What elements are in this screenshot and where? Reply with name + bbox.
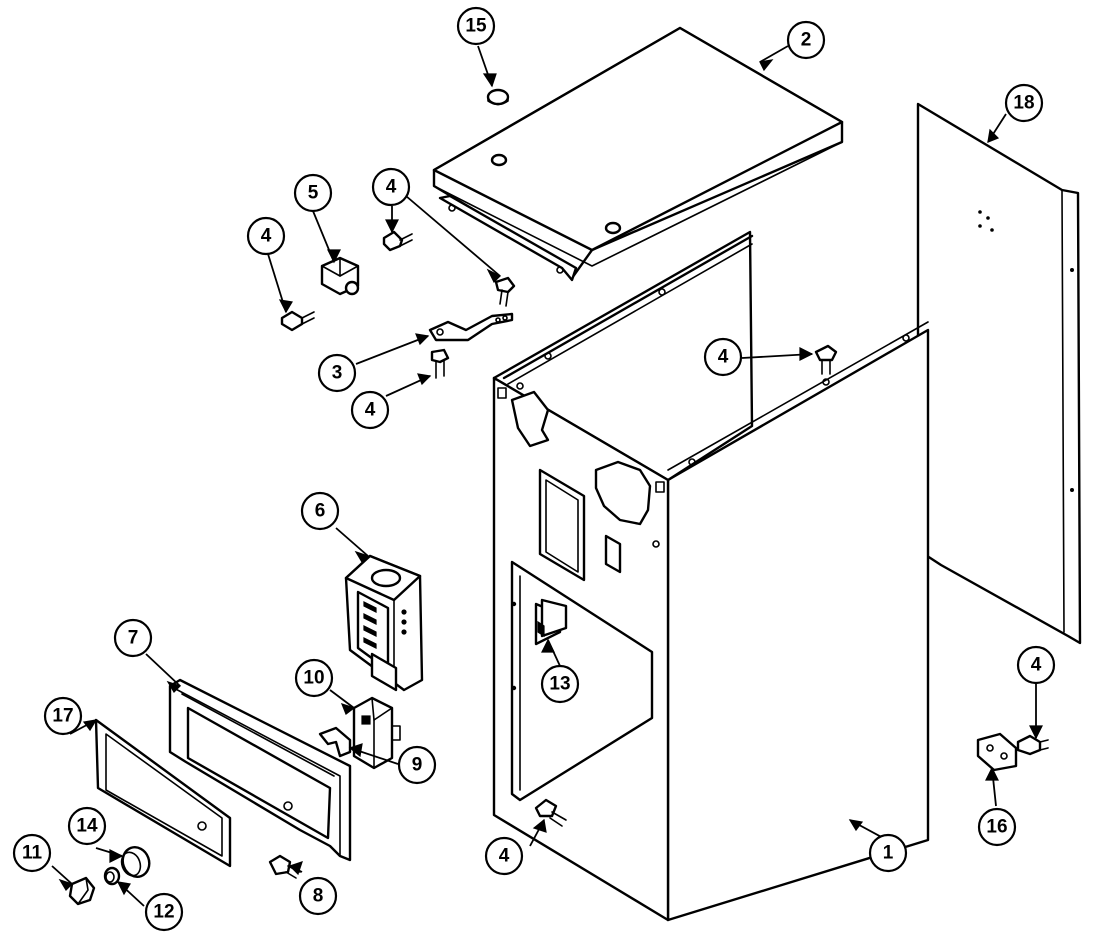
callout-label: 10 <box>303 668 324 689</box>
callout-12: 12 <box>144 892 184 932</box>
callout-4-plate: 4 <box>1016 645 1056 685</box>
callout-label: 9 <box>412 755 423 776</box>
callout-18: 18 <box>1004 83 1044 123</box>
callout-label: 5 <box>308 183 319 204</box>
leader-lines <box>51 45 1043 907</box>
control-panel-part-7 <box>168 678 352 862</box>
callout-9: 9 <box>397 745 437 785</box>
callout-label: 4 <box>499 846 510 867</box>
callout-label: 11 <box>22 843 43 864</box>
callout-14: 14 <box>67 806 107 846</box>
callout-16: 16 <box>977 807 1017 847</box>
callout-label: 7 <box>128 628 139 649</box>
back-panel-part-18 <box>916 102 1082 645</box>
callout-17: 17 <box>43 696 83 736</box>
control-housing-part-6 <box>344 554 424 692</box>
callout-15: 15 <box>456 6 496 46</box>
callout-2: 2 <box>786 20 826 60</box>
spacer-part-12 <box>103 866 121 886</box>
screw-4-upper-middle <box>382 230 413 252</box>
screw-4-upper-left <box>280 310 315 332</box>
switch-part-10 <box>352 696 401 770</box>
switch-part-13 <box>534 598 568 646</box>
callout-6: 6 <box>300 491 340 531</box>
plate-part-16 <box>976 732 1018 772</box>
callout-10: 10 <box>294 658 334 698</box>
callout-13: 13 <box>540 664 580 704</box>
callout-1: 1 <box>868 833 908 873</box>
screw-4-cabinet-bottom <box>534 798 567 827</box>
callout-label: 14 <box>76 816 98 837</box>
screw-4-top-cover <box>494 276 516 307</box>
callout-4-bracket: 4 <box>350 390 390 430</box>
callout-label: 3 <box>332 363 343 384</box>
callout-4-upper-middle: 4 <box>371 167 411 207</box>
callout-4-upper-left: 4 <box>246 216 286 256</box>
clamp-part-5 <box>320 256 360 296</box>
callout-label: 16 <box>986 817 1007 838</box>
callout-label: 18 <box>1013 93 1034 114</box>
callout-3: 3 <box>317 353 357 393</box>
callout-label: 15 <box>465 16 487 37</box>
top-cover-part-2 <box>432 26 844 282</box>
callout-5: 5 <box>293 173 333 213</box>
screw-4-cabinet-top <box>814 344 838 375</box>
callout-11: 11 <box>12 833 52 873</box>
callout-label: 6 <box>315 501 326 522</box>
callout-4-cabinet-bottom: 4 <box>484 836 524 876</box>
callout-label: 4 <box>365 400 376 421</box>
callout-label: 17 <box>52 706 73 727</box>
callout-8: 8 <box>298 876 338 916</box>
callout-label: 4 <box>718 347 729 368</box>
knob-part-11 <box>68 876 96 906</box>
callout-label: 8 <box>313 886 324 907</box>
screw-4-plate <box>1016 734 1049 756</box>
callout-label: 4 <box>1031 655 1042 676</box>
knob-ring-part-14 <box>120 846 151 878</box>
screw-4-bracket <box>430 348 450 379</box>
clip-part-9 <box>318 726 352 758</box>
callout-7: 7 <box>113 618 153 658</box>
callout-label: 1 <box>883 843 894 864</box>
callout-label: 4 <box>261 226 272 247</box>
bracket-part-3 <box>428 312 514 342</box>
callout-label: 4 <box>386 177 397 198</box>
plug-part-15 <box>486 88 510 106</box>
overlay-part-17 <box>94 718 232 868</box>
callout-label: 13 <box>549 674 570 695</box>
callout-label: 2 <box>801 30 812 51</box>
callout-label: 12 <box>153 902 174 923</box>
callout-4-cabinet-top: 4 <box>703 337 743 377</box>
